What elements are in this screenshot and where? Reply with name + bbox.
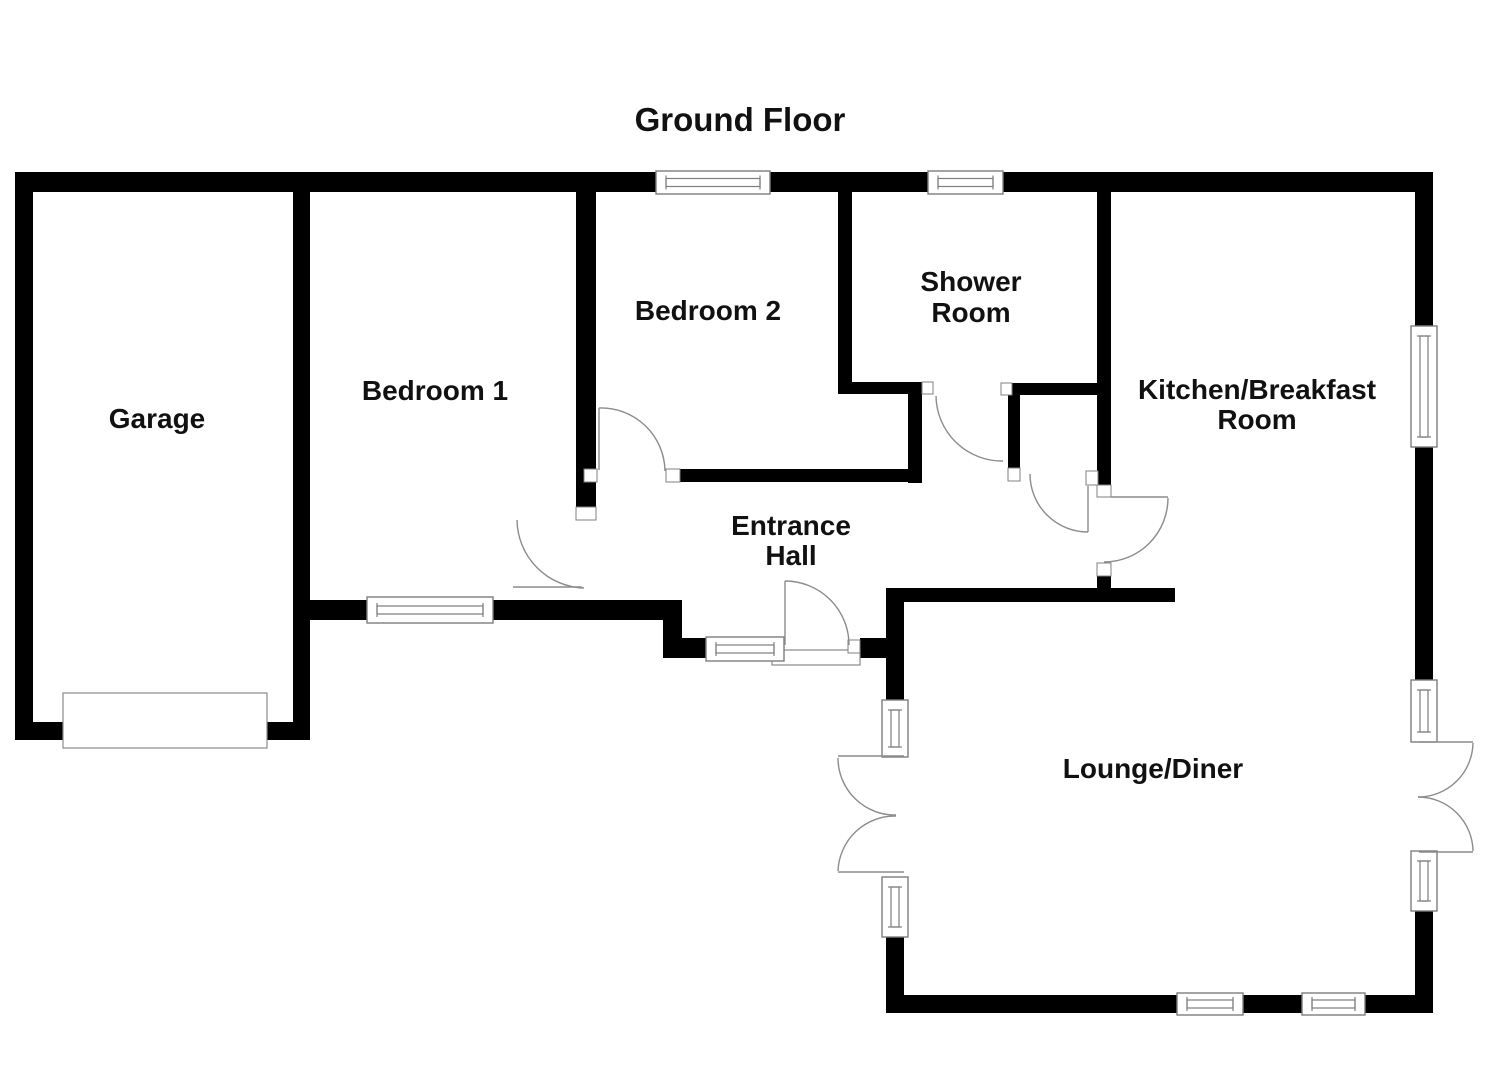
window-lounge-right-lower-sash — [1419, 860, 1429, 902]
wall-exterior-right-middle — [1415, 447, 1433, 680]
wall-lounge-left-upper — [886, 588, 904, 700]
label-hall-line1: Entrance — [731, 510, 851, 541]
wall-kitchen-stub — [1097, 576, 1111, 590]
jamb-bedroom1-door — [575, 506, 597, 521]
label-kitchen-line2: Room — [1217, 404, 1296, 435]
wall-exterior-right-lower — [1415, 911, 1433, 1013]
window-lounge-left-upper — [881, 699, 909, 758]
window-lounge-left-upper-sash — [890, 709, 900, 748]
window-lounge-right-lower — [1410, 850, 1438, 912]
window-bedroom1-bottom-sash — [376, 605, 484, 615]
wall-hall-step-horizontal — [682, 638, 710, 658]
window-kitchen-right-sash — [1419, 335, 1429, 438]
door-front-arc — [784, 580, 850, 646]
door-french-right-top-arc — [1417, 742, 1474, 798]
jamb-bedroom2-door — [665, 468, 681, 483]
wall-exterior-left — [15, 192, 33, 740]
window-lounge-bottom-right — [1301, 992, 1366, 1016]
label-bedroom2: Bedroom 2 — [635, 295, 781, 326]
wall-garage-bedroom1 — [293, 192, 310, 740]
label-kitchen-line1: Kitchen/Breakfast — [1138, 374, 1376, 405]
garage-door — [62, 692, 268, 749]
wall-bedroom2-alcove-right — [908, 392, 922, 483]
door-lobby-arc — [1029, 473, 1089, 533]
wall-shower-bottom-left — [838, 382, 922, 394]
door-french-left-top-arc — [837, 757, 897, 816]
wall-shower-kitchen — [1097, 192, 1111, 485]
label-shower-line2: Room — [931, 297, 1010, 328]
jamb-shower-door-left — [921, 381, 934, 395]
door-french-right-bottom-arc — [1417, 796, 1474, 852]
door-jambs-and-sills — [62, 381, 1112, 749]
windows — [366, 170, 1438, 1016]
jamb-bedroom2-wall-notch — [583, 468, 598, 483]
door-bedroom1-arc — [516, 519, 585, 589]
door-bedroom2-arc — [598, 407, 666, 472]
door-kitchen-arc — [1103, 497, 1169, 563]
jamb-kitchen-door-bottom — [1096, 562, 1112, 577]
window-front-sidelight-sash — [715, 644, 775, 654]
window-kitchen-right — [1410, 325, 1438, 448]
wall-exterior-right-upper — [1415, 192, 1433, 326]
wall-lounge-top — [892, 588, 1175, 602]
label-hall-line2: Hall — [765, 540, 816, 571]
wall-lobby — [1008, 394, 1020, 468]
wall-bedroom2-bottom — [680, 469, 922, 482]
wall-hall-step-vertical — [663, 600, 682, 658]
label-garage: Garage — [109, 403, 206, 434]
wall-bedroom2-shower — [838, 192, 852, 394]
label-shower-line1: Shower — [920, 266, 1021, 297]
window-shower-top-sash — [937, 177, 994, 188]
door-french-left-bottom-arc — [837, 815, 897, 872]
window-bedroom1-bottom — [366, 596, 494, 624]
window-lounge-right-upper — [1410, 679, 1438, 743]
wall-bedroom1-bedroom2 — [576, 192, 596, 510]
window-lounge-left-lower-sash — [890, 886, 900, 928]
labels: Ground Floor Garage Bedroom 1 Bedroom 2 … — [109, 101, 1376, 784]
window-lounge-bottom-left-sash — [1186, 999, 1234, 1009]
jamb-inner-hall-door — [1085, 470, 1099, 486]
label-lounge: Lounge/Diner — [1063, 753, 1244, 784]
jamb-kitchen-door-top — [1096, 484, 1112, 498]
window-lounge-right-upper-sash — [1419, 689, 1429, 733]
window-shower-top — [927, 170, 1004, 195]
window-lounge-bottom-right-sash — [1311, 999, 1356, 1009]
walls — [15, 172, 1433, 1013]
wall-lounge-left-lower — [886, 937, 904, 1013]
window-bedroom2-top-sash — [665, 177, 761, 188]
wall-bedroom1-bottom — [310, 600, 682, 620]
jamb-shower-door-right — [1000, 382, 1013, 396]
door-shower-arc — [935, 395, 1004, 462]
page-title: Ground Floor — [635, 101, 846, 138]
label-bedroom1: Bedroom 1 — [362, 375, 508, 406]
jamb-lobby-door — [1007, 467, 1021, 482]
wall-lounge-bottom — [886, 995, 1433, 1013]
window-lounge-left-lower — [881, 876, 909, 938]
window-bedroom2-top — [655, 170, 771, 195]
front-door-threshold — [771, 649, 861, 666]
window-lounge-bottom-left — [1176, 992, 1244, 1016]
jamb-front-door — [847, 639, 861, 654]
door-swings — [513, 395, 1474, 873]
wall-shower-bottom-right — [1012, 383, 1098, 395]
window-front-sidelight — [705, 636, 785, 662]
